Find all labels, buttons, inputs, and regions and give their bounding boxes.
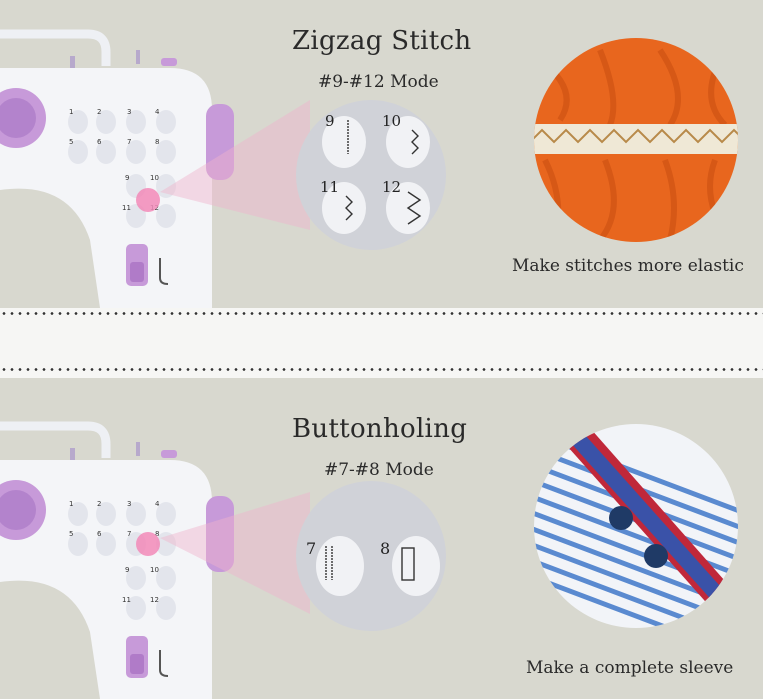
button-label: 1 bbox=[69, 500, 73, 508]
zoom-buttons bbox=[322, 116, 430, 234]
button-label: 9 bbox=[125, 174, 129, 182]
machine-free-arm bbox=[0, 580, 100, 699]
zigzag-fabric-photo bbox=[534, 38, 738, 242]
button-label: 10 bbox=[150, 566, 159, 574]
button-label: 5 bbox=[69, 138, 73, 146]
button-label: 11 bbox=[122, 596, 131, 604]
button-label: 6 bbox=[97, 530, 102, 538]
buttonhole-stitch-icons bbox=[325, 546, 415, 581]
selected-stitch-highlight bbox=[136, 188, 160, 212]
mode-label: #9-#12 Mode bbox=[318, 72, 439, 92]
button-label: 3 bbox=[127, 108, 131, 116]
feature-caption: Make a complete sleeve bbox=[526, 658, 734, 678]
reverse-icon bbox=[159, 258, 169, 285]
button-label: 7 bbox=[127, 530, 131, 538]
magnification-beam bbox=[160, 100, 310, 230]
button-label: 10 bbox=[150, 174, 159, 182]
spool-pin bbox=[136, 442, 140, 456]
machine-handle bbox=[0, 421, 111, 458]
dotted-line bbox=[0, 312, 763, 315]
button-label: 8 bbox=[155, 530, 159, 538]
spool-pin bbox=[70, 448, 75, 462]
spool-pin bbox=[136, 50, 140, 64]
handwheel bbox=[206, 496, 234, 572]
button-label: 2 bbox=[97, 500, 101, 508]
button-label: 4 bbox=[155, 500, 160, 508]
machine-free-arm bbox=[0, 188, 100, 308]
machine-handle bbox=[0, 29, 111, 66]
stitch-number: 12 bbox=[382, 178, 401, 196]
button-label: 1 bbox=[69, 108, 73, 116]
zigzag-panel: 1 2 3 4 5 6 7 8 9 10 11 12 9 10 bbox=[0, 0, 763, 308]
section-divider bbox=[0, 308, 763, 378]
zigzag-stitch-icons bbox=[345, 120, 422, 225]
stitch-number: 8 bbox=[380, 539, 390, 558]
button-label: 9 bbox=[125, 566, 129, 574]
shirt-sleeve-photo bbox=[534, 424, 738, 628]
stitch-number: 10 bbox=[382, 112, 401, 130]
magnification-beam bbox=[160, 492, 310, 614]
reverse-icon bbox=[159, 650, 169, 677]
button-label: 7 bbox=[127, 138, 131, 146]
stitch-number: 9 bbox=[325, 112, 335, 130]
zoom-buttons bbox=[316, 536, 440, 596]
buttonhole-panel: 1 2 3 4 5 6 7 8 9 10 11 12 7 8 bbox=[0, 378, 763, 699]
zoom-circle bbox=[296, 100, 446, 250]
stitch-number: 7 bbox=[306, 539, 316, 558]
selected-stitch-highlight bbox=[136, 532, 160, 556]
button-label: 5 bbox=[69, 530, 73, 538]
section-title: Buttonholing bbox=[292, 414, 468, 444]
dotted-line bbox=[0, 368, 763, 371]
feature-caption: Make stitches more elastic bbox=[512, 256, 744, 276]
buttonhole-illustration: 1 2 3 4 5 6 7 8 9 10 11 12 7 8 bbox=[0, 421, 738, 699]
zigzag-illustration: 1 2 3 4 5 6 7 8 9 10 11 12 9 10 bbox=[0, 29, 738, 308]
spool-pin bbox=[70, 56, 75, 70]
handwheel bbox=[206, 104, 234, 180]
button-label: 4 bbox=[155, 108, 160, 116]
button-label: 6 bbox=[97, 138, 102, 146]
button-label: 2 bbox=[97, 108, 101, 116]
button-label: 12 bbox=[150, 596, 159, 604]
section-title: Zigzag Stitch bbox=[292, 26, 472, 56]
button-label: 3 bbox=[127, 500, 131, 508]
stitch-number: 11 bbox=[320, 178, 339, 196]
button-label: 11 bbox=[122, 204, 131, 212]
stitch-buttons bbox=[68, 110, 176, 228]
bobbin-winder bbox=[161, 450, 177, 458]
mode-label: #7-#8 Mode bbox=[324, 460, 434, 480]
bobbin-winder bbox=[161, 58, 177, 66]
button-label: 8 bbox=[155, 138, 159, 146]
